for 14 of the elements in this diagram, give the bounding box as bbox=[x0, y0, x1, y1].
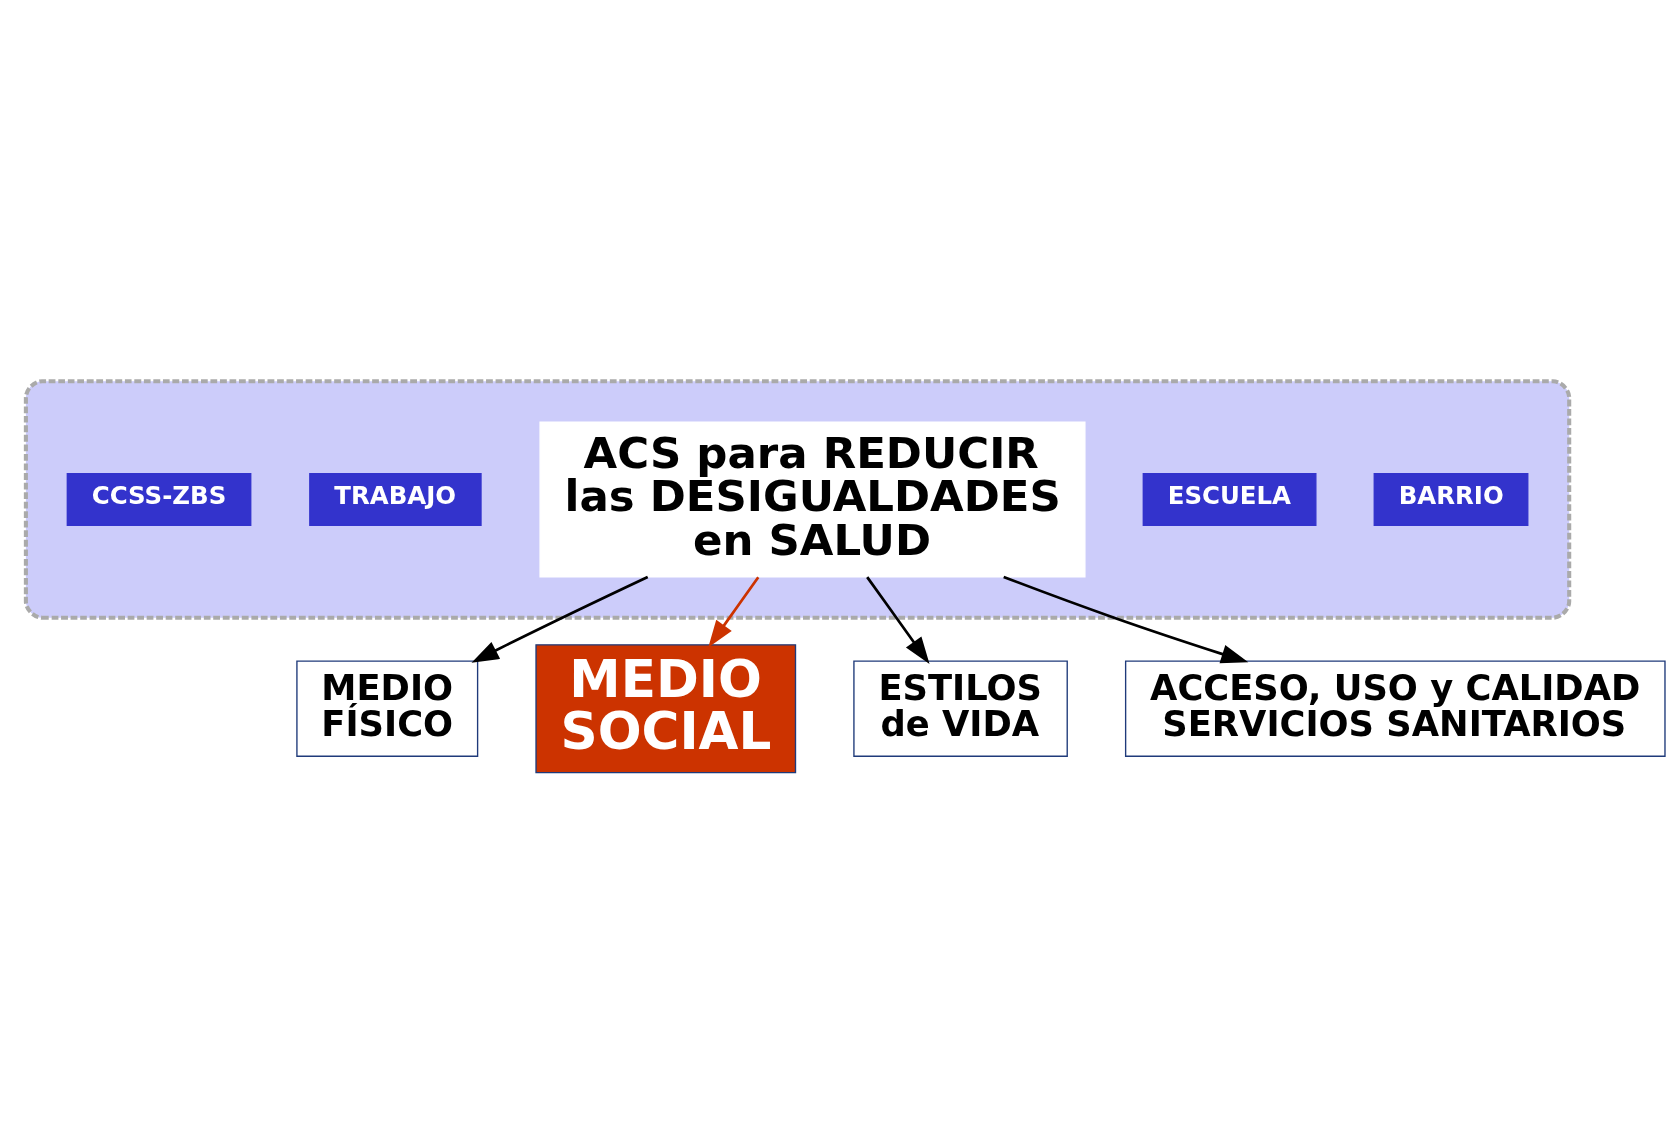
node-box: TRABAJO bbox=[309, 473, 482, 526]
node-box: ACS para REDUCIR las DESIGUALDADES en SALUD bbox=[539, 421, 1086, 578]
node-box: ACCESO, USO y CALIDAD SERVICIOS SANITARIOS bbox=[1124, 660, 1666, 757]
arrow bbox=[866, 576, 930, 665]
node-box: MEDIO FÍSICO bbox=[296, 660, 479, 757]
node-box: CCSS-ZBS bbox=[66, 473, 252, 526]
node-box: MEDIO SOCIAL bbox=[535, 644, 797, 774]
node-box: ESTILOS de VIDA bbox=[853, 660, 1068, 757]
arrow bbox=[471, 575, 649, 663]
node-box: BARRIO bbox=[1373, 473, 1529, 526]
arrow bbox=[708, 576, 760, 648]
arrow bbox=[1003, 575, 1249, 664]
node-box: ESCUELA bbox=[1142, 473, 1317, 526]
cluster bbox=[23, 379, 1572, 620]
